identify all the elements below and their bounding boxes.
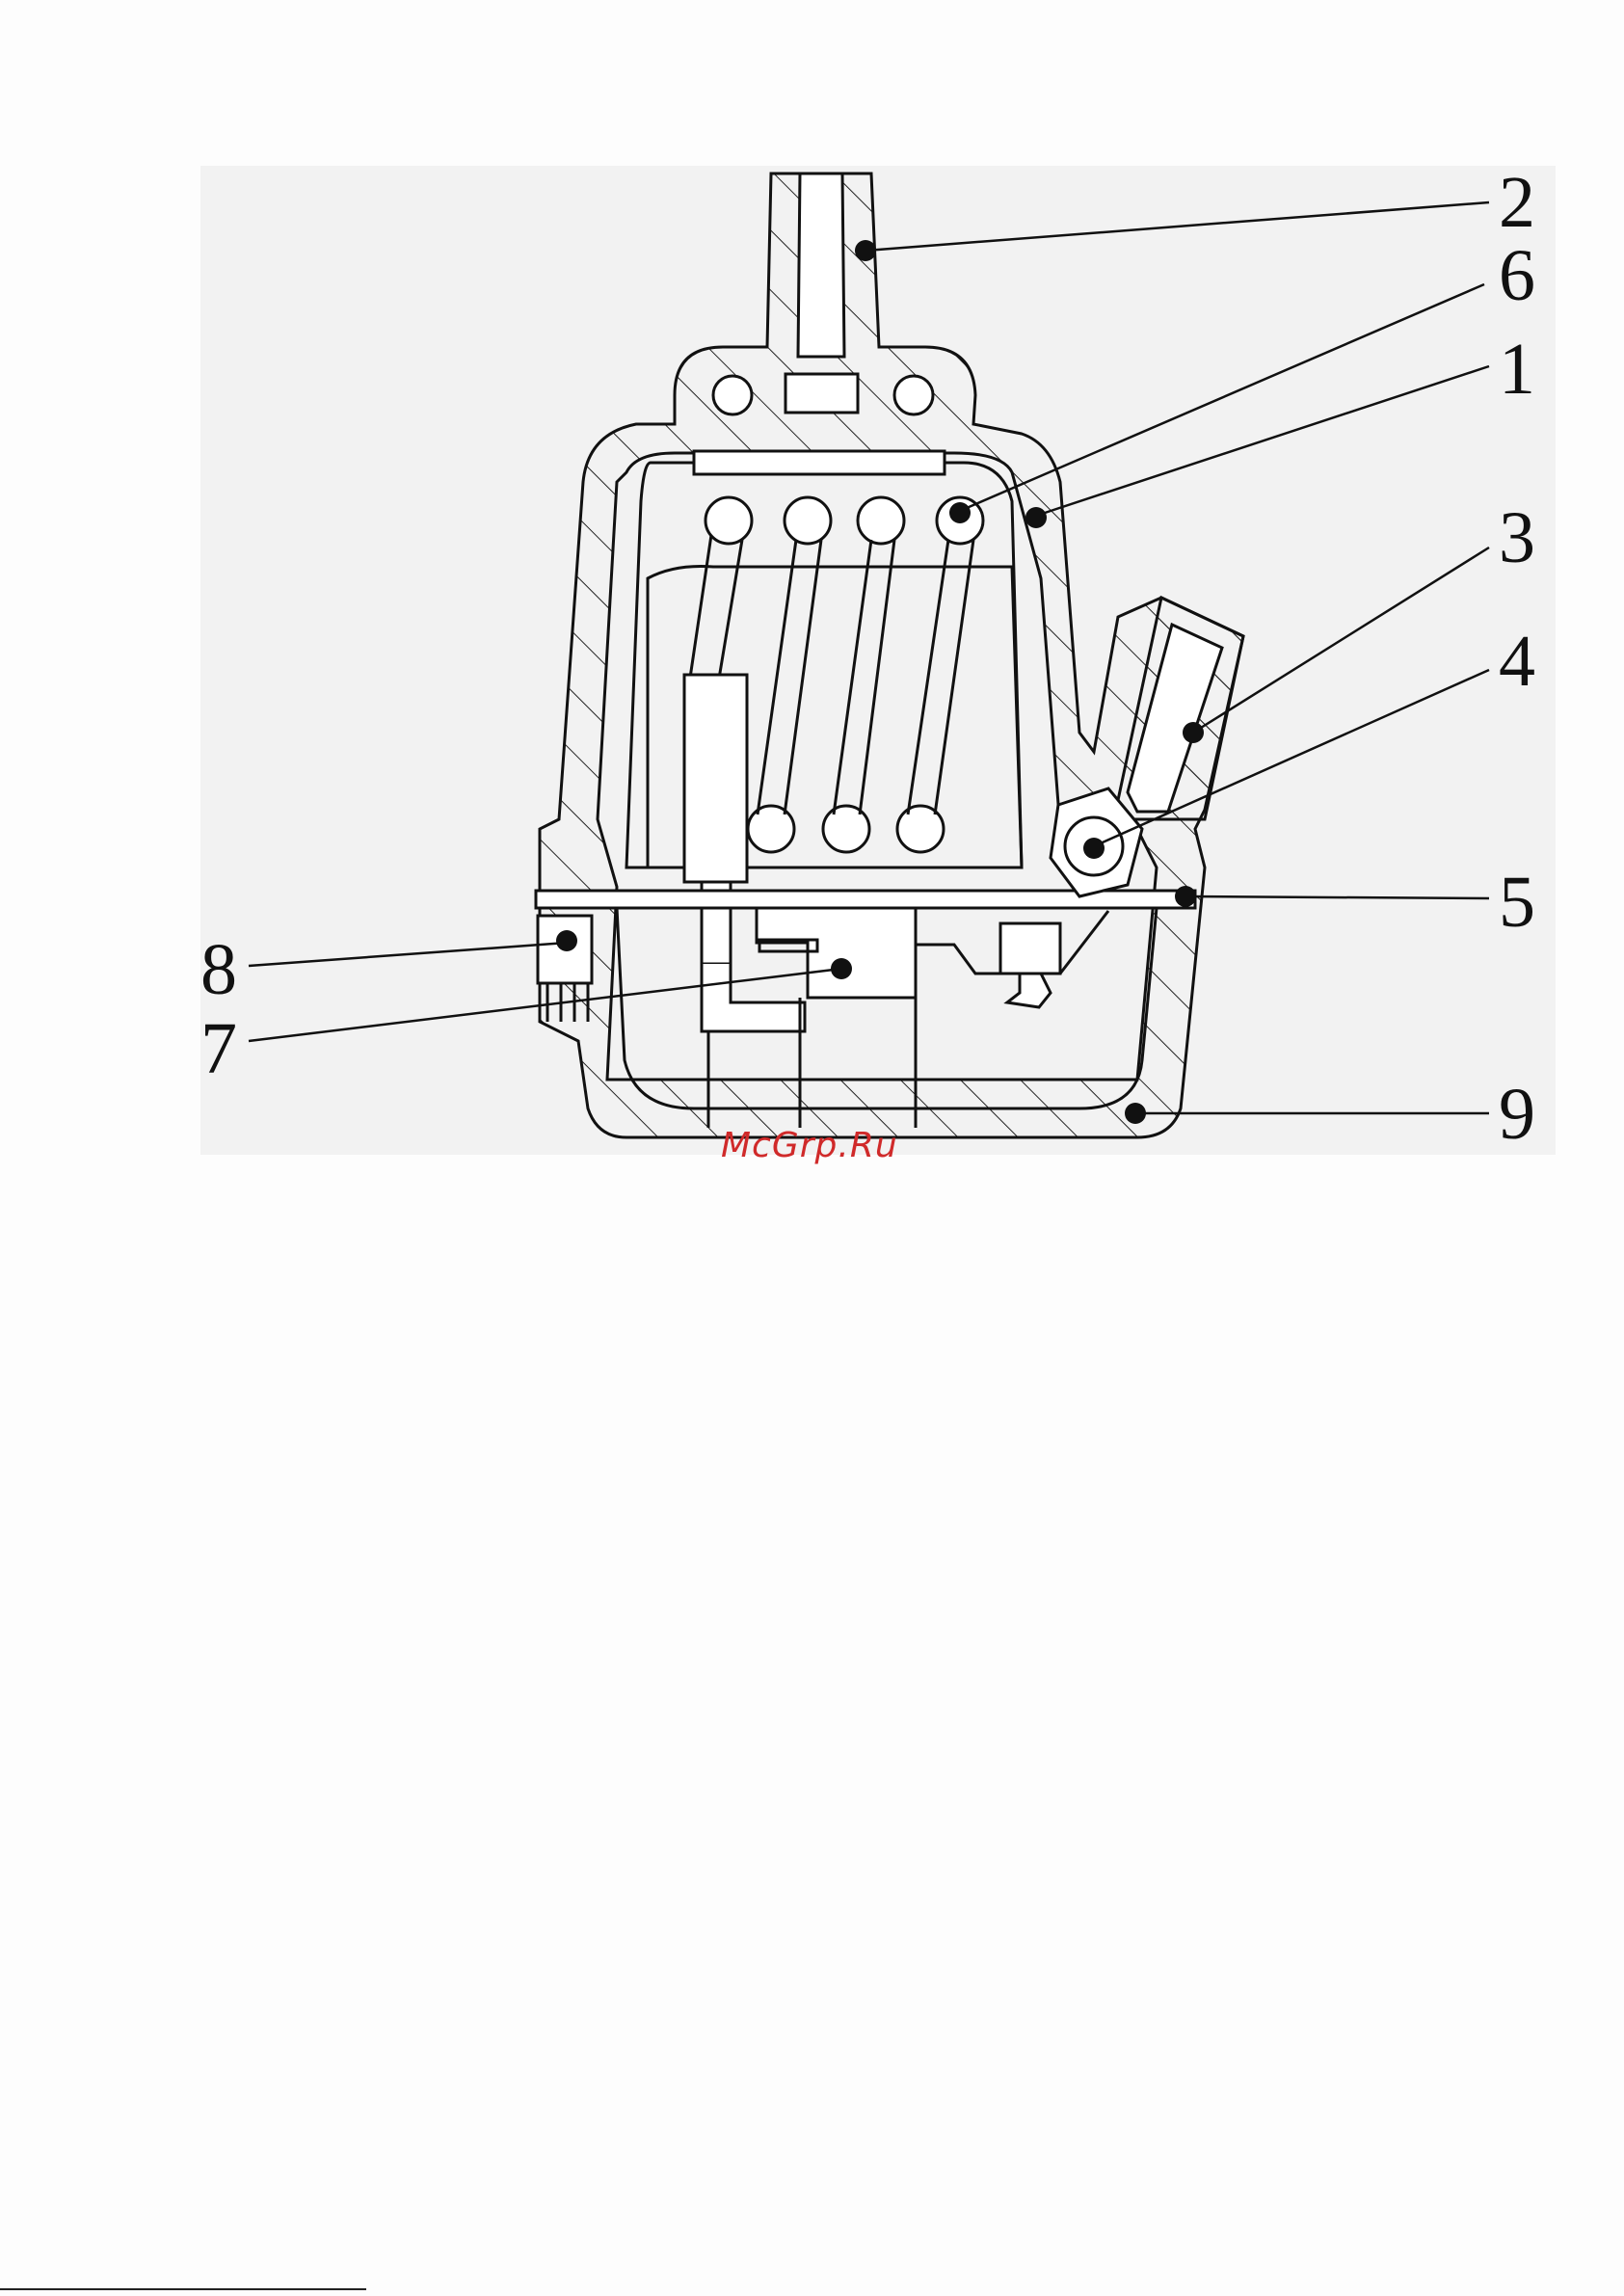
coil-top-3	[858, 497, 904, 544]
leader-2	[865, 202, 1489, 251]
callout-dot-2	[855, 240, 876, 261]
callout-label-6: 6	[1499, 239, 1535, 312]
callout-label-2: 2	[1499, 166, 1535, 239]
callout-dot-4	[1083, 838, 1105, 859]
leader-6	[960, 284, 1484, 511]
callout-label-3: 3	[1499, 501, 1535, 574]
coil-bottom-1	[748, 806, 794, 852]
leader-1	[1036, 366, 1489, 516]
sensor-tube	[684, 675, 747, 882]
inlet-nozzle-bore	[798, 174, 844, 357]
callout-label-8: 8	[200, 933, 237, 1006]
callout-label-5: 5	[1499, 866, 1535, 939]
callout-dot-7	[831, 958, 852, 979]
leader-5	[1185, 896, 1489, 898]
callout-label-9: 9	[1499, 1078, 1535, 1151]
callout-dot-6	[949, 502, 971, 523]
callout-label-1: 1	[1499, 333, 1535, 406]
thermostat-block	[1000, 923, 1060, 974]
inlet-throat	[785, 374, 858, 413]
callout-label-4: 4	[1499, 625, 1535, 698]
coil-loop-2	[758, 540, 821, 814]
coil-bottom-2	[823, 806, 869, 852]
callout-dot-1	[1025, 507, 1047, 528]
coil-bottom-3	[897, 806, 944, 852]
footer-rule	[0, 2288, 366, 2290]
thermostat-link	[916, 945, 1002, 974]
leader-8	[249, 943, 567, 966]
watermark-text: McGrp.Ru	[721, 1126, 898, 1165]
callout-dot-3	[1183, 722, 1204, 743]
coil-loop-4	[908, 540, 973, 814]
callout-dot-9	[1125, 1103, 1146, 1124]
thermostat-valve	[1007, 974, 1051, 1007]
coil-loop-1	[689, 535, 742, 684]
mount-hole-left	[713, 376, 752, 414]
top-plate	[694, 451, 945, 474]
coil-loop-3	[834, 540, 894, 814]
callout-dot-8	[556, 930, 577, 951]
coil-top-2	[785, 497, 831, 544]
mount-hole-right	[894, 376, 933, 414]
callout-label-7: 7	[200, 1012, 237, 1085]
thermostat-arm	[1060, 911, 1108, 974]
callout-dot-5	[1175, 886, 1196, 907]
